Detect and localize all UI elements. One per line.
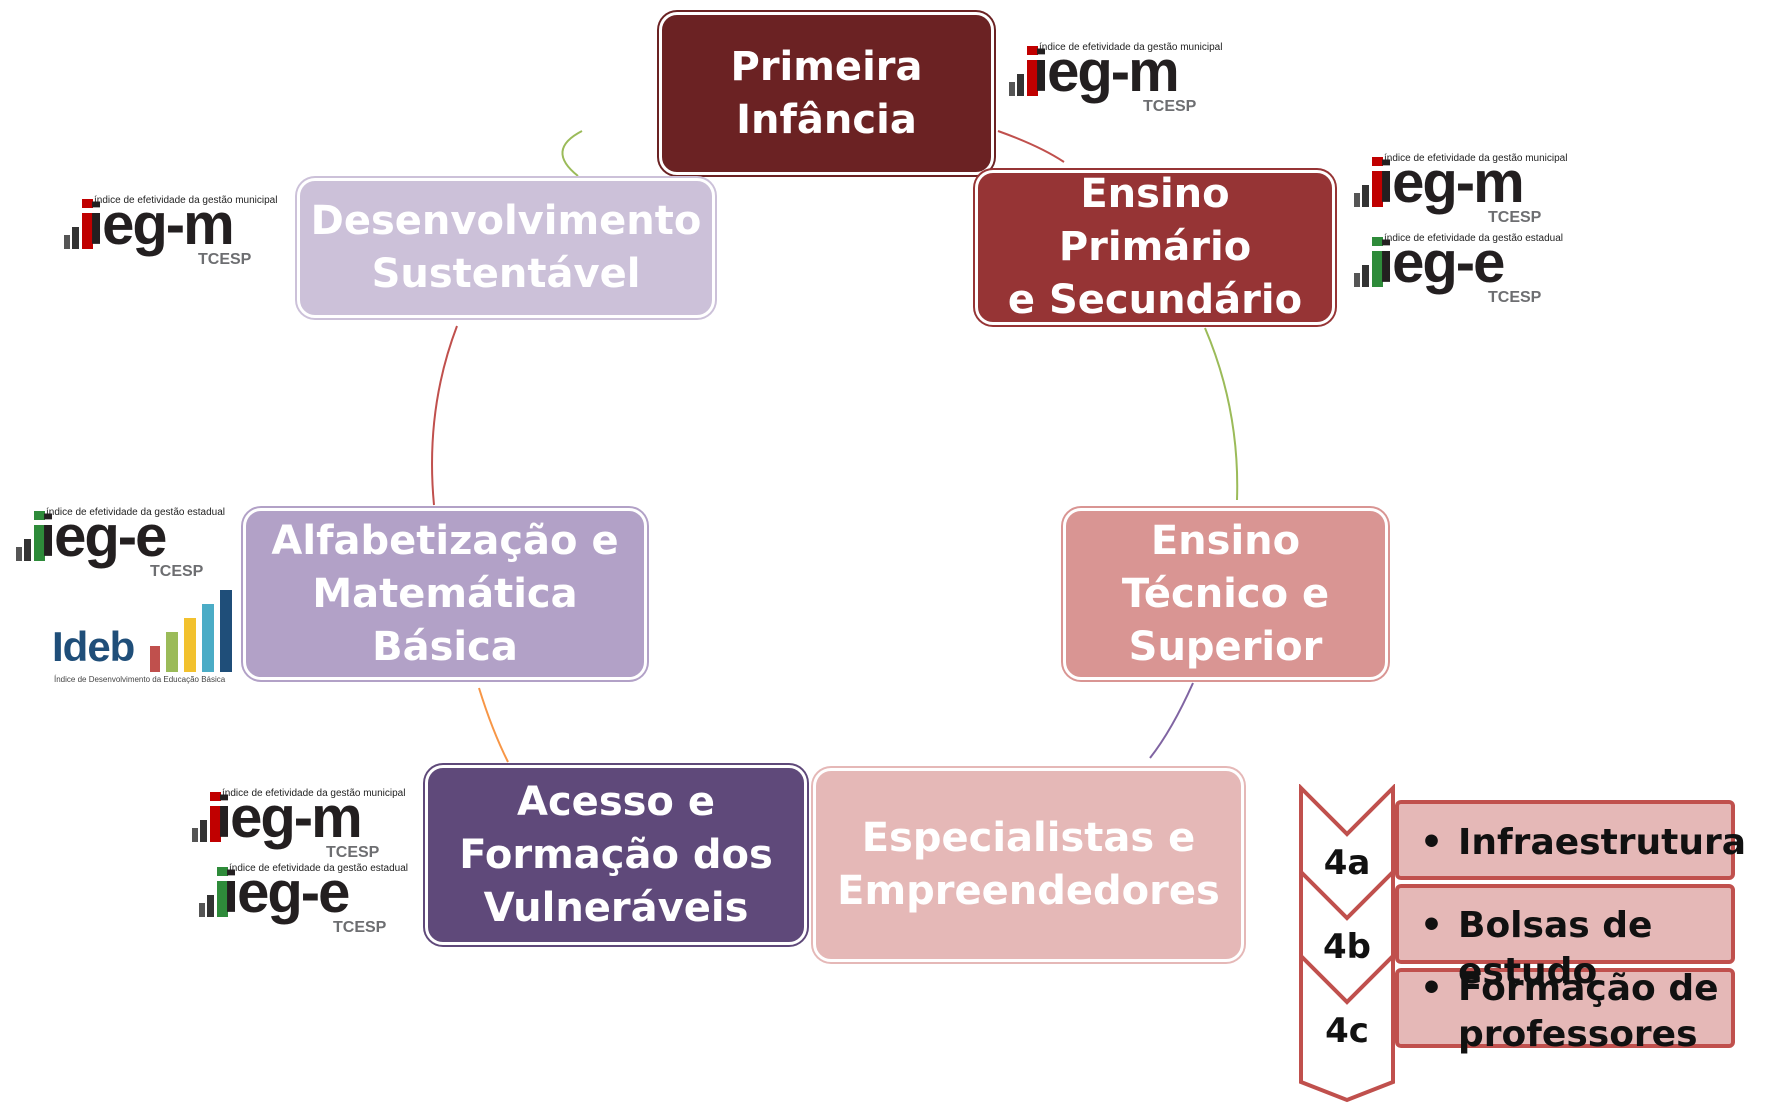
bullet: • <box>1420 822 1444 863</box>
item-box-4b <box>1395 884 1735 964</box>
connector-primeira-ensino-primario <box>997 130 1065 163</box>
logo-word: ieg-e <box>1378 230 1505 295</box>
iegm-logo: índice de efetividade da gestão municipa… <box>1350 150 1567 233</box>
ideb-logo: Ideb Índice de Desenvolvimento da Educaç… <box>52 590 232 690</box>
iege-logo: índice de efetividade da gestão estadual… <box>12 504 225 587</box>
ideb-caption: Índice de Desenvolvimento da Educação Bá… <box>54 675 226 684</box>
logo-tcesp: TCESP <box>326 844 380 861</box>
node-alfabetizacao-label: Alfabetização e Matemática Básica <box>271 517 619 670</box>
logo-word: ieg-m <box>1033 39 1180 104</box>
logo-tcesp: TCESP <box>1143 98 1197 115</box>
item-4c: • Formação de professores <box>1420 966 1719 1058</box>
logo-tcesp: TCESP <box>1488 289 1542 306</box>
logo-caption: índice de efetividade da gestão municipa… <box>222 788 406 799</box>
logo-bars-icon <box>1354 237 1383 287</box>
logo-tcesp: TCESP <box>1488 209 1542 226</box>
node-ensino-primario-label: Ensino Primário e Secundário <box>1007 171 1303 323</box>
node-primeira-infancia-label: Primeira Infância <box>730 43 923 143</box>
logo-word: ieg-m <box>88 192 235 257</box>
logo-tcesp: TCESP <box>150 563 204 580</box>
iege-logo: índice de efetividade da gestão estadual… <box>1350 230 1563 313</box>
item-box-4a <box>1395 800 1735 880</box>
node-acesso[interactable]: Acesso e Formação dos Vulneráveis <box>425 765 807 945</box>
logo-word: ieg-m <box>1378 150 1525 215</box>
iegm-logo: índice de efetividade da gestão municipa… <box>1005 39 1222 122</box>
connector-ensino-primario-tecnico <box>1204 327 1239 501</box>
chevron-label-4b: 4b <box>1323 927 1371 967</box>
logo-bars-icon <box>16 511 45 561</box>
node-alfabetizacao[interactable]: Alfabetização e Matemática Básica <box>243 508 647 680</box>
chevron-4c <box>1299 951 1395 1103</box>
item-4b-text: Bolsas de estudo <box>1458 905 1653 992</box>
logo-word: ieg-m <box>216 785 363 850</box>
node-primeira-infancia[interactable]: Primeira Infância <box>659 12 994 175</box>
logo-word: ieg-e <box>40 504 167 569</box>
logo-tcesp: TCESP <box>333 919 387 936</box>
item-4b: • Bolsas de estudo <box>1420 903 1767 995</box>
node-ensino-primario[interactable]: Ensino Primário e Secundário <box>975 170 1335 325</box>
connector-tecnico-especialistas <box>1149 682 1194 759</box>
logo-bars-icon <box>199 867 228 917</box>
bullet: • <box>1420 968 1444 1009</box>
node-desenvolvimento[interactable]: Desenvolvimento Sustentável <box>297 178 715 318</box>
node-ensino-tecnico[interactable]: Ensino Técnico e Superior <box>1063 508 1388 680</box>
logo-word: ieg-e <box>223 860 350 925</box>
connector-desenvolvimento-alfabetizacao <box>431 325 458 506</box>
iege-logo: índice de efetividade da gestão estadual… <box>195 860 408 943</box>
node-acesso-label: Acesso e Formação dos Vulneráveis <box>459 778 773 931</box>
chevron-label-4a: 4a <box>1323 843 1371 883</box>
node-especialistas-label: Especialistas e Empreendedores <box>837 815 1220 914</box>
logo-caption: índice de efetividade da gestão estadual <box>1384 233 1564 244</box>
logo-bars-icon <box>192 792 221 842</box>
item-4c-text: Formação de professores <box>1458 968 1719 1055</box>
logo-caption: índice de efetividade da gestão estadual <box>46 507 226 518</box>
bullet: • <box>1420 905 1444 946</box>
ideb-word: Ideb <box>52 623 135 670</box>
iegm-logo: índice de efetividade da gestão municipa… <box>60 192 277 275</box>
logo-tcesp: TCESP <box>198 251 252 268</box>
item-box-4c <box>1395 968 1735 1048</box>
logo-bars-icon <box>1009 46 1038 96</box>
node-especialistas[interactable]: Especialistas e Empreendedores <box>813 768 1244 962</box>
node-desenvolvimento-label: Desenvolvimento Sustentável <box>310 198 702 297</box>
logo-bars-icon <box>64 199 93 249</box>
chevron-label-4c: 4c <box>1325 1011 1369 1051</box>
ideb-bars-icon <box>150 590 232 672</box>
connector-desenvolvimento-primeira <box>561 130 583 177</box>
node-ensino-tecnico-label: Ensino Técnico e Superior <box>1121 517 1330 670</box>
item-4a-text: Infraestrutura <box>1458 822 1747 863</box>
logo-bars-icon <box>1354 157 1383 207</box>
iegm-logo: índice de efetividade da gestão municipa… <box>188 785 405 868</box>
item-4a: • Infraestrutura <box>1420 820 1746 866</box>
logo-caption: índice de efetividade da gestão municipa… <box>1039 42 1223 53</box>
connector-alfabetizacao-acesso <box>478 687 509 763</box>
logo-caption: índice de efetividade da gestão estadual <box>229 863 409 874</box>
logo-caption: índice de efetividade da gestão municipa… <box>1384 153 1568 164</box>
logo-caption: índice de efetividade da gestão municipa… <box>94 195 278 206</box>
chevron-list-frame <box>1299 784 1735 1103</box>
